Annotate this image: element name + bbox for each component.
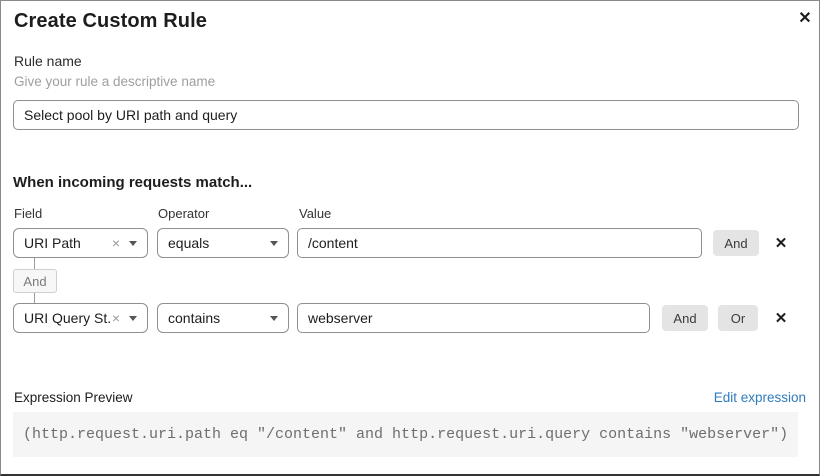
- clear-selection-icon[interactable]: ×: [111, 235, 120, 251]
- operator-dropdown-value: equals: [168, 235, 210, 251]
- value-column-label: Value: [299, 206, 332, 221]
- rule-name-input[interactable]: [13, 100, 799, 130]
- edit-expression-link[interactable]: Edit expression: [713, 390, 806, 405]
- operator-dropdown[interactable]: contains: [157, 303, 289, 333]
- field-dropdown-value: URI Query St...: [24, 310, 112, 326]
- field-dropdown-value: URI Path: [24, 235, 81, 251]
- close-icon[interactable]: ✕: [798, 10, 812, 27]
- rule-name-label: Rule name: [14, 53, 82, 69]
- expression-text: (http.request.uri.path eq "/content" and…: [23, 426, 789, 443]
- delete-condition-icon[interactable]: ✕: [774, 235, 788, 252]
- add-or-condition-button[interactable]: Or: [718, 305, 758, 331]
- field-dropdown[interactable]: URI Path ×: [13, 228, 148, 258]
- add-and-condition-button[interactable]: And: [662, 305, 708, 331]
- operator-dropdown[interactable]: equals: [157, 228, 289, 258]
- chevron-down-icon: [270, 240, 278, 246]
- field-dropdown[interactable]: URI Query St... ×: [13, 303, 148, 333]
- chevron-down-icon: [270, 315, 278, 321]
- operator-column-label: Operator: [158, 206, 210, 221]
- expression-preview-label: Expression Preview: [14, 390, 133, 405]
- rule-name-hint: Give your rule a descriptive name: [14, 74, 216, 89]
- connector-line: [34, 293, 35, 303]
- add-and-condition-button[interactable]: And: [713, 230, 759, 256]
- value-input[interactable]: [297, 303, 650, 333]
- and-connector-tag: And: [13, 269, 57, 293]
- delete-condition-icon[interactable]: ✕: [774, 310, 788, 327]
- value-input[interactable]: [297, 228, 702, 258]
- chevron-down-icon: [129, 315, 137, 321]
- match-section-title: When incoming requests match...: [13, 174, 253, 191]
- field-column-label: Field: [14, 206, 43, 221]
- expression-preview-code: (http.request.uri.path eq "/content" and…: [13, 412, 798, 457]
- clear-selection-icon[interactable]: ×: [111, 310, 120, 326]
- dialog-title: Create Custom Rule: [14, 10, 207, 32]
- chevron-down-icon: [129, 240, 137, 246]
- operator-dropdown-value: contains: [168, 310, 221, 326]
- connector-line: [34, 258, 35, 269]
